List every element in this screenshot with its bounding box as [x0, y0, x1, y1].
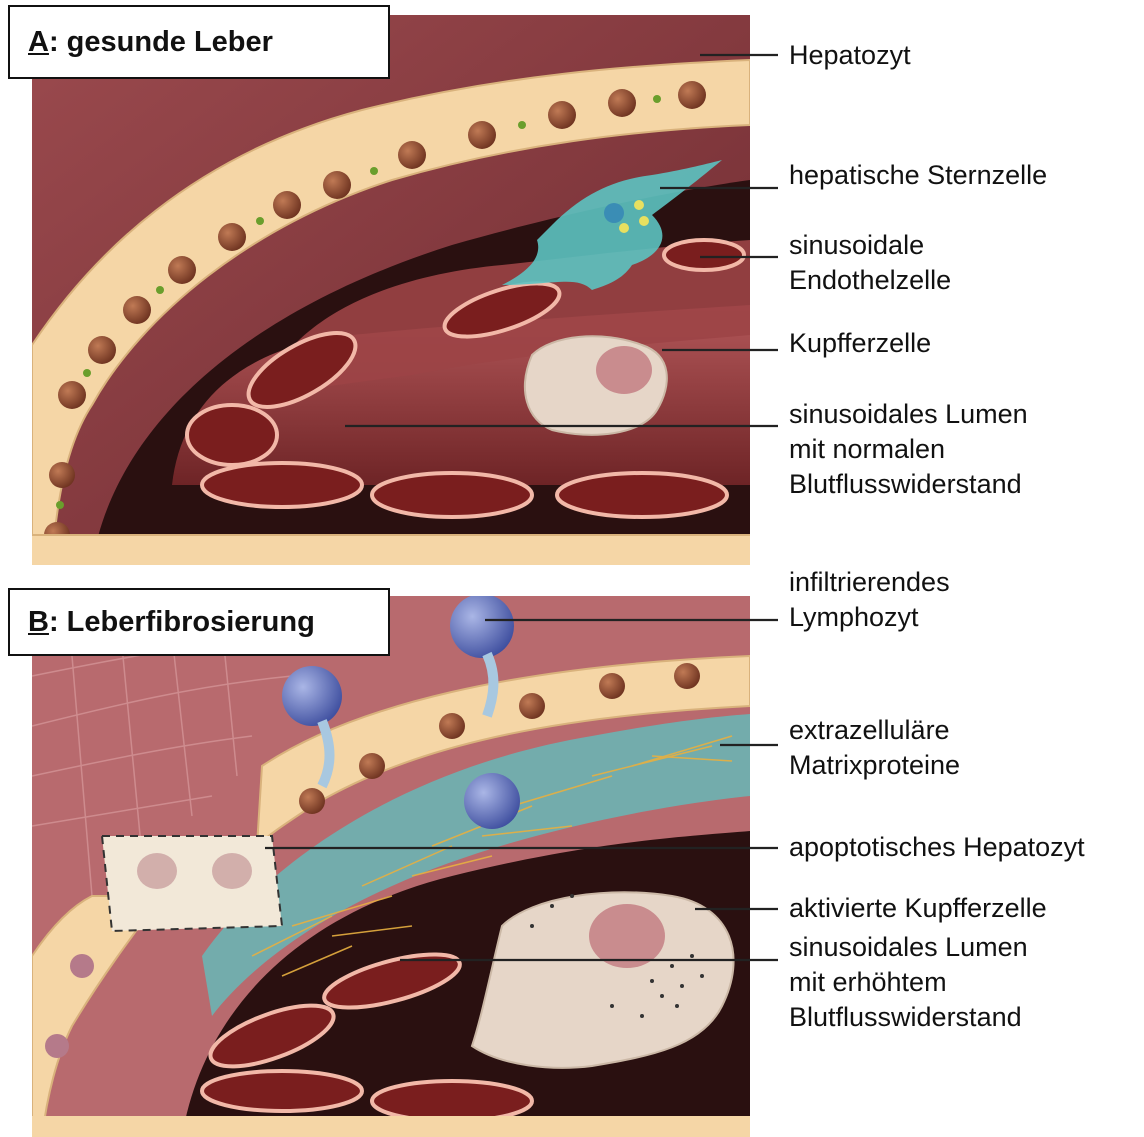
fibrotic-liver-illustration	[32, 596, 750, 1137]
hepatocyte-row-bottom	[32, 1116, 750, 1137]
panel-b-letter: B	[28, 606, 49, 639]
label-endothelzelle: sinusoidale Endothelzelle	[789, 228, 951, 298]
label-lymphozyt: infiltrierendes Lymphozyt	[789, 565, 950, 635]
label-aktivierte-kupfferzelle: aktivierte Kupfferzelle	[789, 891, 1047, 926]
label-hepatozyt: Hepatozyt	[789, 38, 911, 73]
label-apoptose: apoptotisches Hepatozyt	[789, 830, 1085, 865]
panel-a-title: A: gesunde Leber	[8, 5, 390, 79]
panel-a-letter: A	[28, 26, 49, 59]
label-sternzelle: hepatische Sternzelle	[789, 158, 1047, 193]
label-lumen-erhoeht: sinusoidales Lumen mit erhöhtem Blutflus…	[789, 930, 1028, 1035]
label-kupfferzelle: Kupfferzelle	[789, 326, 931, 361]
apoptotic-hepatocyte	[102, 836, 282, 931]
healthy-liver-illustration	[32, 15, 750, 565]
kupffer-cell	[525, 336, 667, 435]
panel-b-title-text: : Leberfibrosierung	[49, 606, 315, 639]
label-matrix: extrazelluläre Matrixproteine	[789, 713, 960, 783]
panel-a-title-text: : gesunde Leber	[49, 26, 273, 59]
label-lumen-normal: sinusoidales Lumen mit normalen Blutflus…	[789, 397, 1028, 502]
hepatocyte-row-bottom	[32, 535, 750, 565]
panel-b-title: B: Leberfibrosierung	[8, 588, 390, 656]
